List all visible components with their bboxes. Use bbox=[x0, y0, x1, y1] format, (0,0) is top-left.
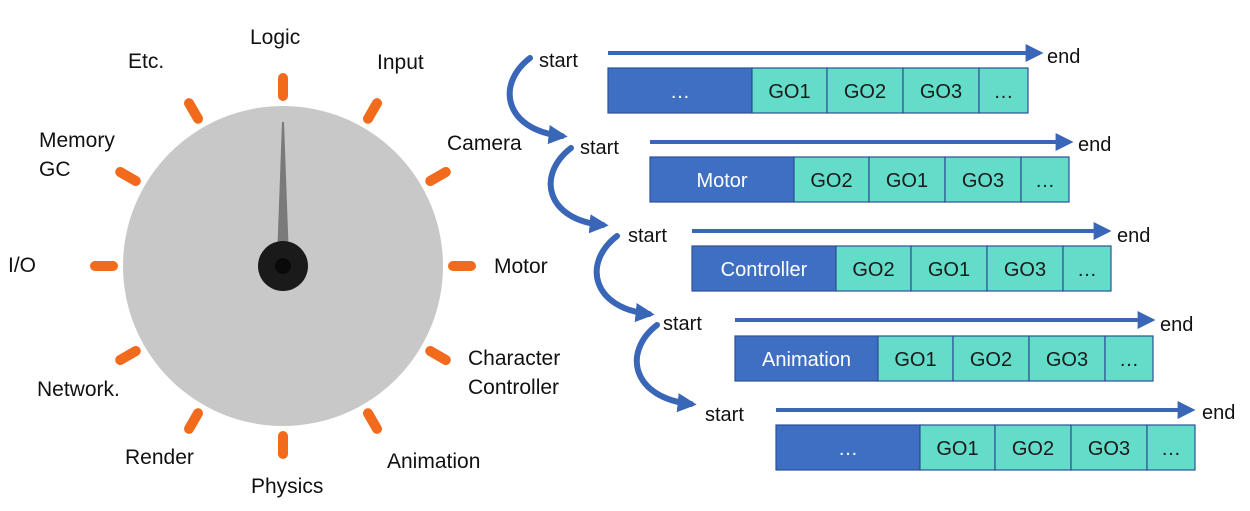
go-cell bbox=[1104, 335, 1154, 382]
go-cell bbox=[978, 67, 1029, 114]
end-label: end bbox=[1117, 225, 1150, 247]
dial-tick bbox=[184, 408, 203, 434]
dial-label-gc: GC bbox=[39, 158, 71, 181]
dial-tick bbox=[115, 167, 141, 186]
go-cell-label: GO1 bbox=[936, 438, 978, 460]
go-cell bbox=[793, 156, 870, 203]
dial-needle bbox=[277, 122, 289, 259]
head-cell bbox=[649, 156, 795, 203]
dial-label-input: Input bbox=[377, 51, 424, 74]
go-cell bbox=[952, 335, 1030, 382]
connector-arrow bbox=[506, 55, 568, 145]
go-cell bbox=[1028, 335, 1106, 382]
start-label: start bbox=[539, 50, 578, 72]
start-label: start bbox=[580, 137, 619, 159]
dial-label-memory: Memory bbox=[39, 129, 115, 152]
go-cell-label: GO3 bbox=[1004, 259, 1046, 281]
end-label: end bbox=[1202, 402, 1235, 424]
go-cell bbox=[826, 67, 904, 114]
pipeline-row: start end Controller GO2 GO1 GO3 … bbox=[628, 222, 1150, 292]
go-cell bbox=[1146, 424, 1196, 471]
go-cell-label: GO2 bbox=[970, 349, 1012, 371]
go-cell bbox=[994, 424, 1072, 471]
dial-label-motor: Motor bbox=[494, 255, 548, 278]
dial-tick bbox=[184, 98, 203, 124]
go-cell-label: GO3 bbox=[962, 170, 1004, 192]
go-cell bbox=[1062, 245, 1112, 292]
go-cell-label: GO2 bbox=[844, 81, 886, 103]
end-label: end bbox=[1160, 314, 1193, 336]
dial-label-camera: Camera bbox=[447, 132, 522, 155]
dial-tick bbox=[363, 408, 382, 434]
dial-label-physics: Physics bbox=[251, 475, 323, 498]
go-cell-label: GO3 bbox=[1088, 438, 1130, 460]
dial-label-network: Network. bbox=[37, 378, 120, 401]
connector-arrow bbox=[547, 145, 609, 234]
dial-label-io: I/O bbox=[8, 254, 36, 277]
dial-tick bbox=[363, 98, 382, 124]
go-cell-label: GO3 bbox=[920, 81, 962, 103]
start-label: start bbox=[663, 313, 702, 335]
dial-label-etc: Etc. bbox=[128, 50, 164, 73]
head-cell-label: … bbox=[670, 81, 690, 103]
go-cell bbox=[751, 67, 828, 114]
dial-hub-center bbox=[275, 258, 291, 274]
go-cell bbox=[910, 245, 988, 292]
go-cell-label: GO1 bbox=[768, 81, 810, 103]
go-cell-label: GO2 bbox=[852, 259, 894, 281]
go-cell-label: … bbox=[1077, 259, 1097, 281]
go-cell bbox=[1020, 156, 1070, 203]
dial-label-render: Render bbox=[125, 446, 194, 469]
go-cell bbox=[944, 156, 1022, 203]
dial: Logic Input Camera Motor Character Contr… bbox=[8, 26, 560, 498]
dial-label-animation: Animation bbox=[387, 450, 480, 473]
go-cell bbox=[835, 245, 912, 292]
head-cell bbox=[691, 245, 837, 292]
go-cell bbox=[877, 335, 954, 382]
pipeline-row: start end Animation GO1 GO2 GO3 … bbox=[663, 311, 1193, 382]
go-cell bbox=[919, 424, 996, 471]
go-cell-label: GO1 bbox=[886, 170, 928, 192]
pipeline-row: start end … GO1 GO2 GO3 … bbox=[539, 44, 1080, 114]
dial-ticks bbox=[90, 73, 476, 459]
end-label: end bbox=[1047, 46, 1080, 68]
go-cell bbox=[1070, 424, 1148, 471]
go-cell-label: GO1 bbox=[928, 259, 970, 281]
start-label: start bbox=[705, 404, 744, 426]
pipeline-row: start end … GO1 GO2 GO3 … bbox=[705, 401, 1235, 471]
head-cell-label: … bbox=[838, 438, 858, 460]
go-cell-label: … bbox=[1035, 170, 1055, 192]
go-cell bbox=[986, 245, 1064, 292]
head-cell bbox=[775, 424, 921, 471]
go-cell-label: … bbox=[1119, 349, 1139, 371]
go-cell-label: … bbox=[1161, 438, 1181, 460]
connector-arrow bbox=[593, 233, 655, 323]
go-cell-label: GO2 bbox=[1012, 438, 1054, 460]
dial-tick bbox=[115, 346, 141, 365]
head-cell bbox=[607, 67, 753, 114]
go-cell-label: … bbox=[994, 81, 1014, 103]
head-cell-label: Motor bbox=[696, 170, 747, 192]
dial-tick bbox=[425, 167, 451, 186]
go-cell-label: GO3 bbox=[1046, 349, 1088, 371]
go-cell-label: GO2 bbox=[810, 170, 852, 192]
dial-tick bbox=[425, 346, 451, 365]
connector-arrow bbox=[633, 322, 697, 413]
pipeline-row: start end Motor GO2 GO1 GO3 … bbox=[580, 133, 1111, 203]
dial-label-character: Character bbox=[468, 347, 560, 370]
dial-label-controller: Controller bbox=[468, 376, 559, 399]
start-label: start bbox=[628, 225, 667, 247]
head-cell-label: Controller bbox=[721, 259, 808, 281]
dial-label-logic: Logic bbox=[250, 26, 300, 49]
go-cell bbox=[902, 67, 980, 114]
pipeline: start end … GO1 GO2 GO3 … start end Moto… bbox=[506, 44, 1235, 471]
go-cell-label: GO1 bbox=[894, 349, 936, 371]
head-cell-label: Animation bbox=[762, 349, 851, 371]
end-label: end bbox=[1078, 134, 1111, 156]
